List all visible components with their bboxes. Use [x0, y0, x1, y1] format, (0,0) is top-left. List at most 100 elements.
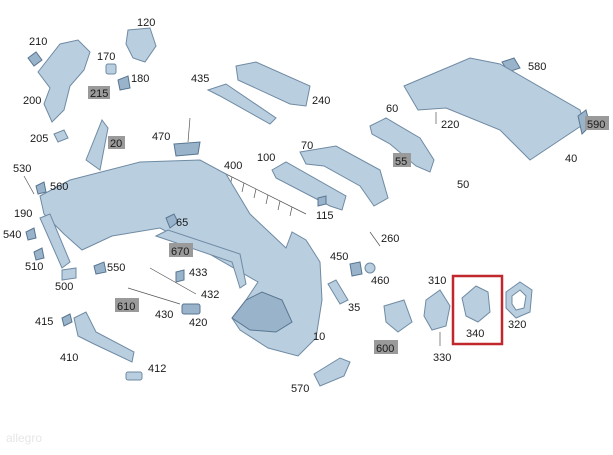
part-180-clip: [117, 75, 131, 91]
label-410: 410: [60, 352, 78, 364]
label-560: 560: [50, 181, 68, 193]
part-415-clip: [61, 313, 73, 327]
label-200: 200: [23, 95, 41, 107]
label-215: 215: [90, 88, 108, 100]
part-10-inner: [231, 291, 293, 333]
part-240-rail: [235, 61, 311, 107]
label-60: 60: [386, 103, 398, 115]
part-40-diffuser: [403, 57, 585, 161]
part-432-cable: [149, 267, 197, 295]
part-470-bracket: [173, 141, 201, 157]
part-560-clip: [35, 181, 47, 195]
part-210-clip: [27, 51, 43, 67]
label-260: 260: [381, 233, 399, 245]
label-433: 433: [189, 267, 207, 279]
part-310-housing: [423, 289, 451, 331]
part-430-cable: [127, 287, 181, 305]
label-500: 500: [55, 281, 73, 293]
label-205: 205: [30, 133, 48, 145]
label-580: 580: [528, 61, 546, 73]
part-530-pin: [23, 175, 35, 195]
watermark: allegro: [6, 431, 42, 445]
part-65-pin: [165, 213, 179, 229]
label-570: 570: [291, 383, 309, 395]
part-550-nut: [93, 261, 107, 275]
label-box-215: [88, 86, 110, 99]
label-530: 530: [13, 163, 31, 175]
label-10: 10: [313, 331, 325, 343]
part-190-bracket: [39, 213, 71, 269]
label-340: 340: [466, 328, 484, 340]
part-70-bracket: [299, 145, 389, 207]
label-box-610: [115, 298, 139, 312]
label-220: 220: [441, 119, 459, 131]
label-box-600: [374, 340, 398, 354]
part-470-post: [187, 117, 191, 143]
part-460-grommet: [364, 262, 376, 274]
label-box-590: [585, 116, 609, 130]
part-570-strip: [313, 357, 351, 387]
label-400: 400: [224, 160, 242, 172]
label-box-20: [108, 136, 125, 149]
label-540: 540: [3, 229, 21, 241]
part-115-clip: [317, 195, 327, 207]
label-330: 330: [433, 352, 451, 364]
label-550: 550: [107, 262, 125, 274]
part-320-frame-hole: [511, 289, 527, 311]
label-450: 450: [330, 251, 348, 263]
part-120-bracket: [125, 27, 157, 63]
part-20-wedge: [85, 118, 109, 171]
part-670-strip: [154, 229, 247, 289]
label-210: 210: [29, 36, 47, 48]
label-610: 610: [117, 301, 135, 313]
part-600-bracket: [383, 299, 413, 333]
label-670: 670: [171, 246, 189, 258]
label-35: 35: [348, 302, 360, 314]
part-435-strip: [206, 83, 277, 125]
label-55: 55: [395, 156, 407, 168]
label-box-670: [169, 243, 193, 257]
label-100: 100: [257, 152, 275, 164]
part-205-clip: [53, 129, 69, 143]
label-435: 435: [191, 73, 209, 85]
label-40: 40: [565, 153, 577, 165]
label-170: 170: [97, 51, 115, 63]
label-460: 460: [371, 275, 389, 287]
label-412: 412: [148, 363, 166, 375]
part-labels: 120 210 170 180 215 200 205 20 470 435 2…: [3, 17, 609, 395]
label-432: 432: [201, 289, 219, 301]
label-470: 470: [152, 131, 170, 143]
label-590: 590: [587, 119, 605, 131]
part-50-frame: [369, 117, 435, 173]
label-65: 65: [176, 217, 188, 229]
label-430: 430: [155, 309, 173, 321]
label-510: 510: [25, 261, 43, 273]
part-410-bracket: [73, 311, 135, 363]
part-170-clip: [105, 63, 117, 75]
label-50: 50: [457, 179, 469, 191]
highlight-box-340: [451, 274, 504, 346]
label-box-55: [393, 153, 411, 167]
part-420-sensor: [181, 303, 201, 315]
part-500-clip: [61, 267, 77, 281]
part-260-pin: [369, 231, 381, 247]
label-190: 190: [14, 208, 32, 220]
label-240: 240: [312, 95, 330, 107]
part-510-clip: [33, 247, 45, 261]
label-70: 70: [301, 140, 313, 152]
part-433-clip: [175, 269, 185, 283]
label-415: 415: [35, 316, 53, 328]
part-540-clip: [25, 227, 37, 241]
part-450-sensor: [349, 261, 363, 277]
label-310: 310: [428, 275, 446, 287]
label-320: 320: [508, 319, 526, 331]
label-420: 420: [189, 317, 207, 329]
label-115: 115: [316, 210, 334, 222]
label-180: 180: [131, 73, 149, 85]
part-340-cover: [461, 285, 491, 323]
label-120: 120: [137, 17, 155, 29]
part-412-clip: [125, 371, 143, 381]
part-100-rail: [271, 161, 347, 211]
